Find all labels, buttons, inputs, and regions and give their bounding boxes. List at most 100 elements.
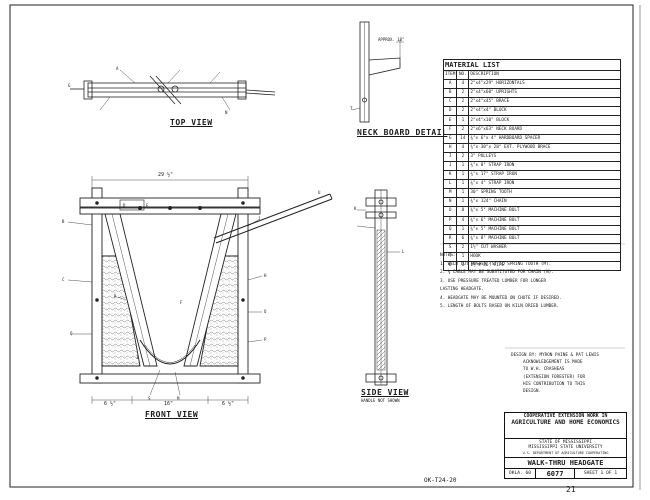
callout-letter: J (258, 216, 261, 221)
material-quantity: 1 (456, 251, 470, 262)
note-item: LASTING HEADGATE. (440, 287, 484, 292)
material-description: 3" PULLEYS (468, 151, 621, 162)
material-item-letter: S (442, 242, 458, 253)
callout-letter: K (354, 206, 357, 211)
material-item-letter: P (442, 215, 458, 226)
top-view-drawing (70, 69, 276, 111)
callout-letter: N (225, 110, 228, 115)
material-quantity: 2 (456, 242, 470, 253)
callout-letter: M (177, 396, 180, 401)
material-item-letter: R (442, 233, 458, 244)
plan-number: 6077 (536, 469, 575, 479)
material-item-letter: M (442, 188, 458, 199)
material-item-letter: Q (442, 224, 458, 235)
material-quantity: 1 (456, 179, 470, 190)
neck-board-detail-label: NECK BOARD DETAIL (357, 128, 448, 137)
material-item-letter: B (442, 88, 458, 99)
material-description: ¾"x 30"x 28" EXT. PLYWOOD BRACE (468, 142, 621, 153)
state-line-1: STATE OF MISSISSIPPI (539, 440, 592, 445)
material-description: ¼"x 17" STRAP IRON (468, 170, 621, 181)
callout-letter: D (123, 203, 126, 208)
material-item-letter: J (442, 160, 458, 172)
callout-letter: T (350, 106, 353, 111)
dimension-bottom-right: 6 ½" (222, 401, 235, 407)
material-quantity: 2 (456, 106, 470, 117)
material-quantity: 4 (456, 215, 470, 226)
material-item-letter: H (442, 142, 458, 153)
material-item-letter: K (442, 170, 458, 181)
material-item-letter: C (442, 97, 458, 108)
material-description: ⅜"x 124" CHAIN (468, 197, 621, 208)
note-item: 4. HEADGATE MAY BE MOUNTED ON CHUTE IF D… (440, 295, 562, 301)
callout-letter: P (264, 337, 267, 342)
callout-letter: I (136, 355, 139, 360)
material-item-letter: O (442, 206, 458, 217)
material-quantity: 1 (456, 188, 470, 199)
material-item-letter: I (442, 151, 458, 162)
material-item-letter: A (442, 79, 458, 90)
material-description: 30" SPRING TOOTH (468, 188, 621, 199)
material-quantity: 2 (456, 151, 470, 162)
callout-letter: B (62, 219, 65, 224)
material-quantity: 8 (456, 206, 470, 217)
callout-letter: H (264, 273, 267, 278)
side-view-label: SIDE VIEW (361, 388, 409, 397)
dimension-bottom-left: 6 ½" (104, 401, 117, 407)
design-credit-line: HIS CONTRIBUTION TO THIS (523, 381, 586, 387)
material-item-letter: T (442, 251, 458, 262)
material-header-item: ITEM (442, 69, 458, 81)
drawing-title: WALK-THRU HEADGATE (505, 458, 626, 469)
material-description: ⅜"x 6"x 4" HARDBOARD SPACER (468, 133, 621, 144)
material-description: 2"x4"x60" UPRIGHTS (468, 88, 621, 99)
callout-letter: G (68, 83, 71, 88)
material-quantity: 1 (456, 224, 470, 235)
design-credit-line: (EXTENSION FORESTER) FOR (523, 374, 586, 380)
note-item: 5. LENGTH OF BOLTS BASED ON KILN DRIED L… (440, 304, 559, 309)
material-quantity: 1 (456, 170, 470, 181)
material-item-letter: L (442, 179, 458, 190)
material-quantity: 4 (456, 142, 470, 153)
title-block: COOPERATIVE EXTENSION WORK IN AGRICULTUR… (504, 412, 627, 479)
material-description: 1½" CUT WASHER (468, 242, 621, 253)
org-line-1: COOPERATIVE EXTENSION WORK IN (523, 414, 608, 419)
notes-title: NOTES: (440, 253, 456, 258)
material-item-letter: D (442, 106, 458, 117)
material-item-letter: F (442, 124, 458, 135)
note-item: 1. WELD CUT WASHER (S) TO SPRING TOOTH (… (440, 261, 552, 267)
callout-letter: E (146, 203, 149, 208)
material-quantity: 2 (456, 88, 470, 99)
callout-letter: C (62, 277, 65, 282)
design-credit-line: DESIGN. (523, 389, 542, 395)
callout-letter: R (114, 294, 117, 299)
material-header-description: DESCRIPTION (468, 69, 621, 81)
side-view-note: HANDLE NOT SHOWN (361, 398, 400, 403)
material-quantity: 14 (456, 133, 470, 144)
material-description: 2"x4"x45" BRACE (468, 97, 621, 108)
sheet-number: SHEET 1 OF 1 (583, 471, 618, 476)
callout-letter: O (264, 309, 267, 314)
top-view-label: TOP VIEW (170, 118, 213, 127)
material-quantity: 1 (456, 197, 470, 208)
state-line-2: MISSISSIPPI STATE UNIVERSITY (528, 445, 603, 451)
design-credit-line: TO W.H. CRASHEAS (523, 367, 565, 373)
material-quantity: 2 (456, 97, 470, 108)
sheet-id: OK-T24-20 (424, 477, 457, 484)
callout-letter: L (402, 249, 405, 254)
material-list-title: MATERIAL LIST (443, 59, 621, 71)
